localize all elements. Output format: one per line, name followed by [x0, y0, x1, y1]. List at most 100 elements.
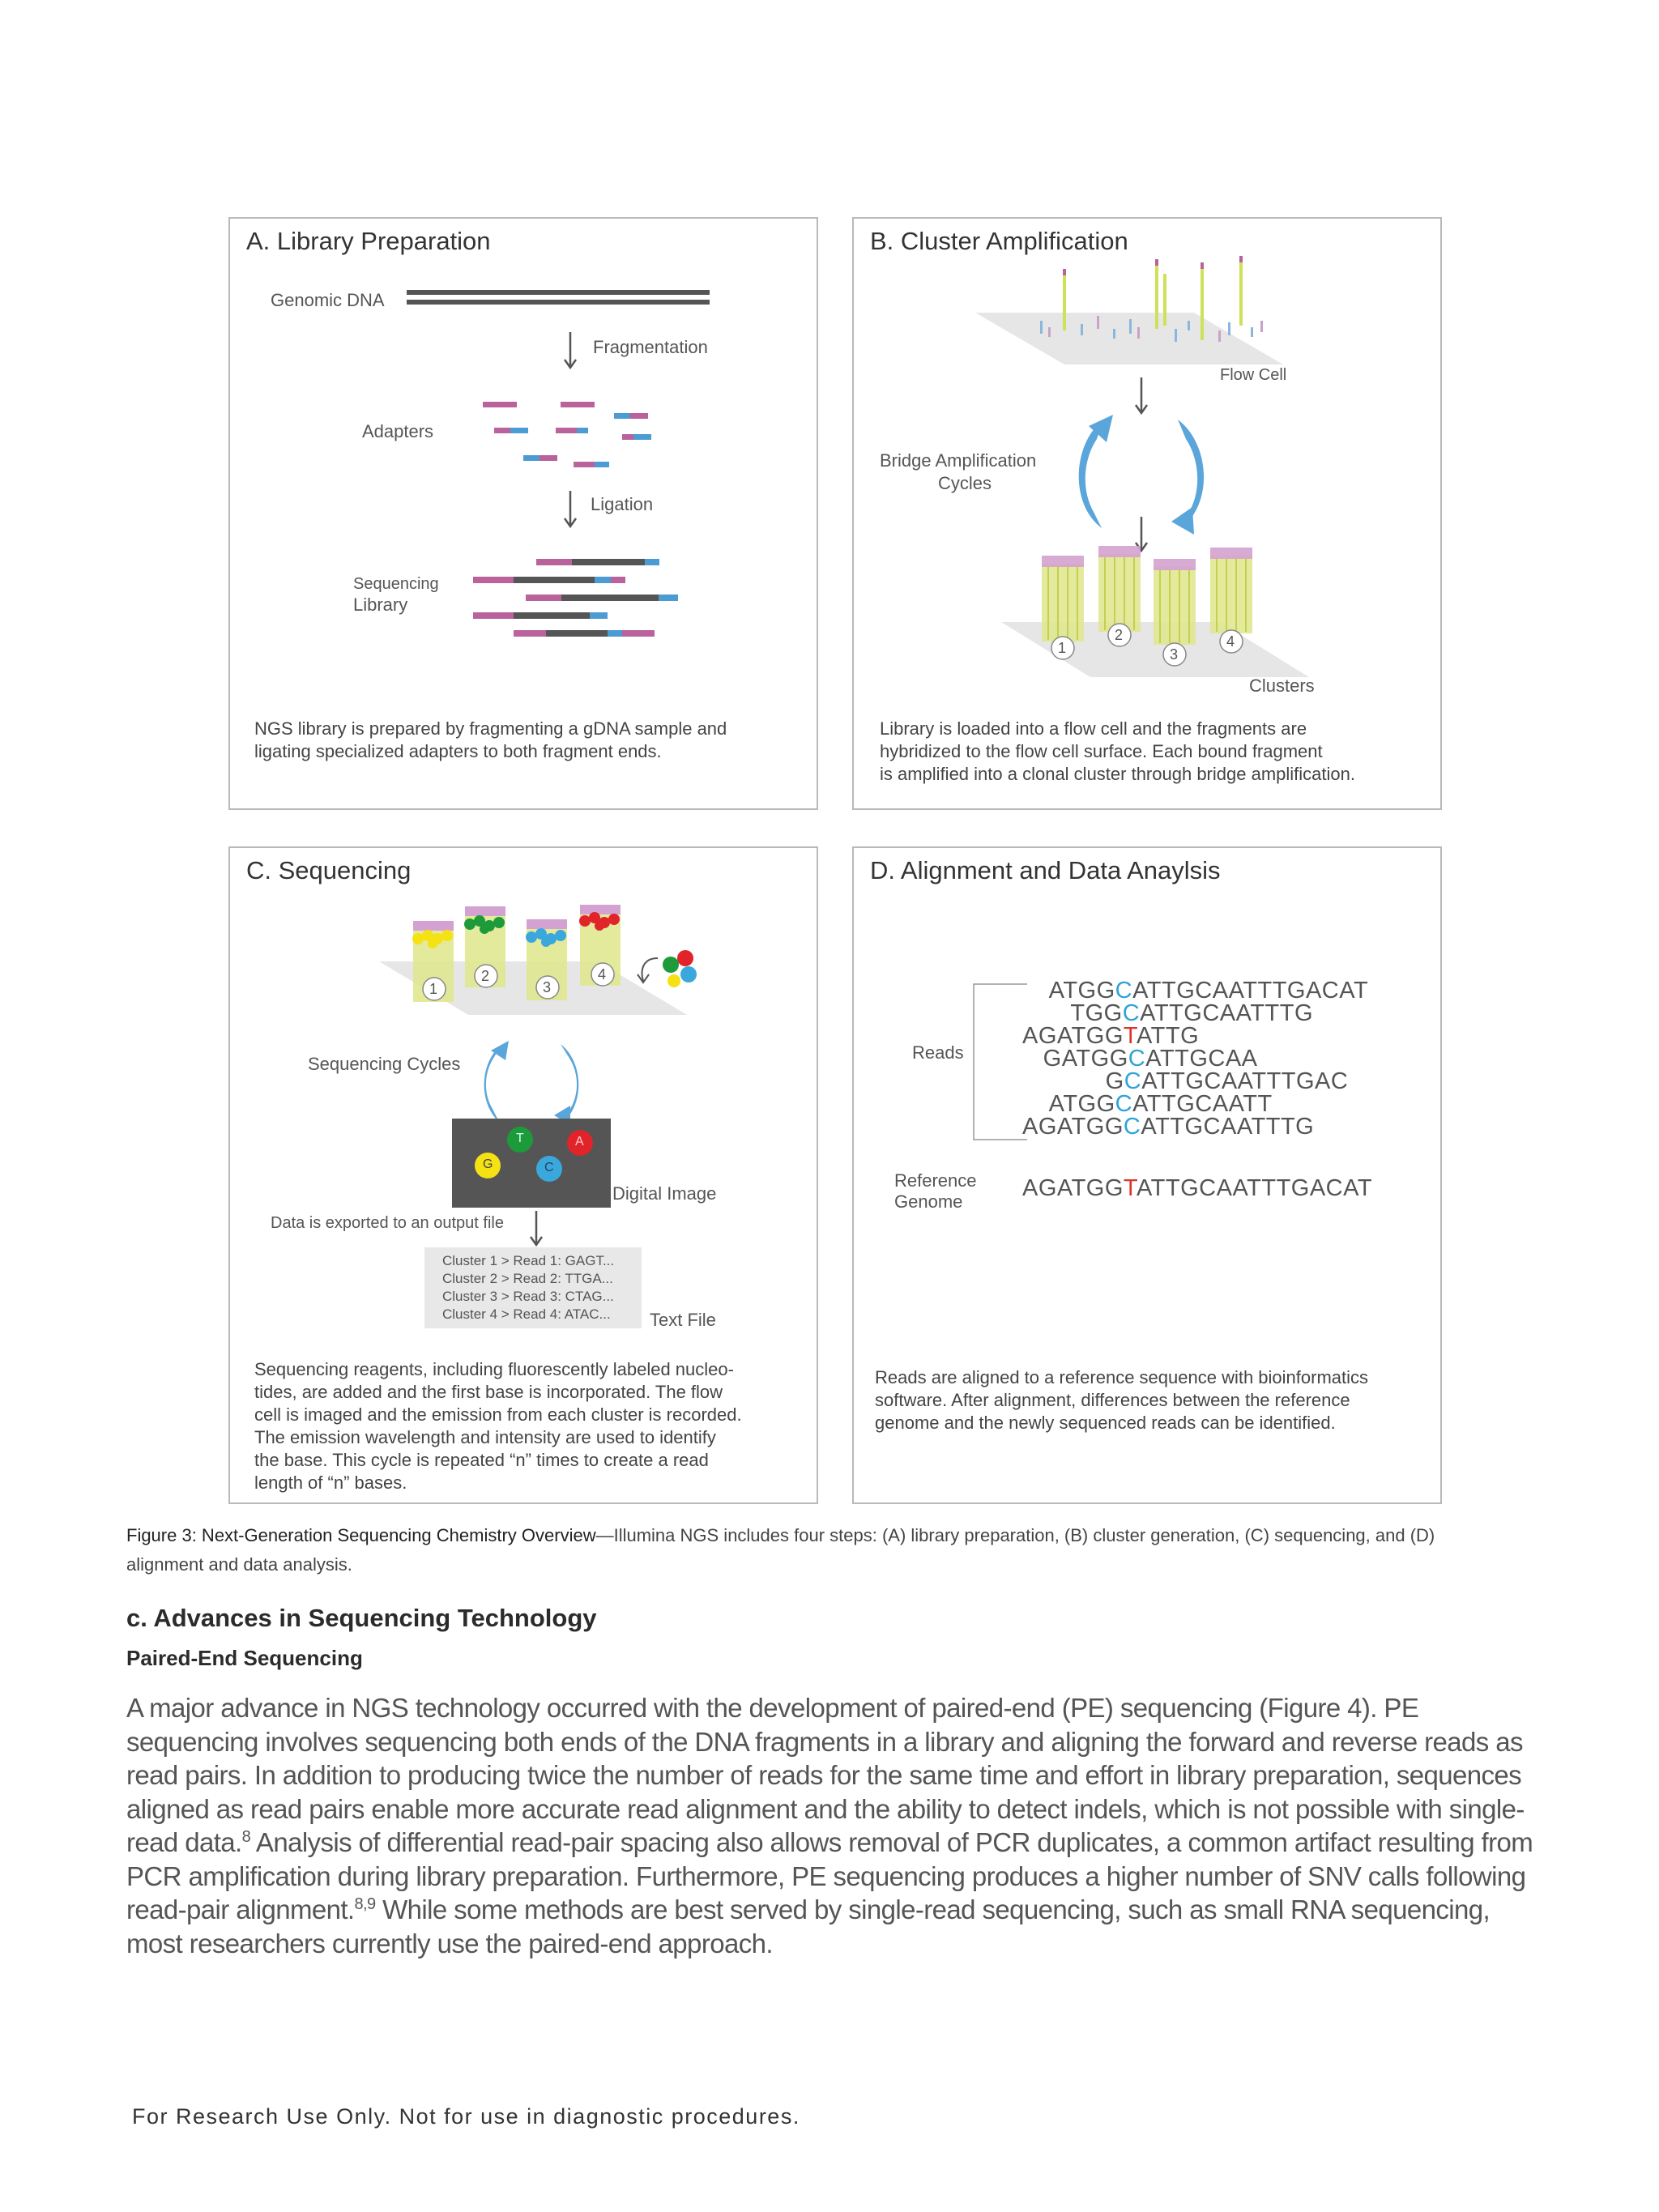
panel-a-caption-line: NGS library is prepared by fragmenting a…: [254, 718, 727, 739]
body-line: PCR amplification during library prepara…: [126, 1860, 1526, 1891]
sequencing-cluster-number: 1: [429, 981, 438, 997]
nucleotide-mix-icon: [637, 950, 697, 987]
text-file-line: Cluster 2 > Read 2: TTGA...: [442, 1271, 613, 1286]
read-line: GATGGCATTGCAA: [1022, 1046, 1258, 1072]
read-line: GCATTGCAATTTGAC: [1022, 1068, 1349, 1094]
genomic-dna-strand-bottom: [407, 300, 710, 305]
panel-a-caption-line: ligating specialized adapters to both fr…: [254, 741, 662, 761]
panel-d-title: D. Alignment and Data Anaylsis: [870, 856, 1221, 884]
fragmentation-arrow: [563, 332, 578, 370]
fluorescent-nucleotides: [412, 912, 620, 948]
panel-c-caption-line: length of “n” bases.: [254, 1473, 407, 1493]
spot-base-label-a: A: [575, 1135, 584, 1149]
read-line: ATGGCATTGCAATT: [1022, 1091, 1273, 1117]
digital-image-label: Digital Image: [612, 1183, 717, 1204]
bridge-amplification-cycle-icon: [1078, 415, 1205, 535]
panel-d-caption-line: software. After alignment, differences b…: [875, 1390, 1350, 1410]
library-prep-illustration: [407, 290, 710, 637]
down-arrow-2: [1134, 517, 1149, 553]
body-line: read-pair alignment.8,9 While some metho…: [126, 1894, 1491, 1924]
sequencing-library-fragments: [473, 559, 678, 637]
figure-caption-title: Figure 3: Next-Generation Sequencing Che…: [126, 1525, 596, 1545]
figure-caption-text: alignment and data analysis.: [126, 1554, 352, 1575]
panel-b-caption-line: is amplified into a clonal cluster throu…: [880, 764, 1355, 784]
ligation-label: Ligation: [591, 494, 654, 514]
bridge-amplification-label-2: Cycles: [938, 473, 992, 493]
reference-genome-label-1: Reference: [894, 1170, 977, 1191]
bridge-amplification-label-1: Bridge Amplification: [880, 450, 1037, 471]
panel-cluster-amplification: B. Cluster Amplification Flow Cell Bridg…: [852, 217, 1442, 810]
adapter-fragments: [483, 402, 651, 467]
citation-superscript: 8: [241, 1828, 251, 1846]
read-line: ATGGCATTGCAATTTGACAT: [1022, 978, 1369, 1004]
reference-genome-label-2: Genome: [894, 1191, 963, 1212]
panel-c-caption-line: The emission wavelength and intensity ar…: [254, 1427, 716, 1447]
flow-cell-strands: [1040, 256, 1263, 342]
reference-sequence: AGATGGTATTGCAATTTGACAT: [1022, 1175, 1373, 1201]
sequencing-cycle-icon: [484, 1041, 579, 1125]
genomic-dna-strand-top: [407, 290, 710, 295]
spot-base-label-g: G: [483, 1157, 493, 1171]
panel-a-caption: NGS library is prepared by fragmenting a…: [254, 718, 727, 763]
panel-d-caption: Reads are aligned to a reference sequenc…: [875, 1366, 1368, 1434]
body-line: read data.8 Analysis of differential rea…: [126, 1827, 1533, 1857]
reads-bracket: [973, 983, 1027, 1140]
panel-c-caption-line: tides, are added and the first base is i…: [254, 1382, 723, 1402]
body-paragraph: A major advance in NGS technology occurr…: [126, 1691, 1536, 1960]
body-line: aligned as read pairs enable more accura…: [126, 1793, 1525, 1824]
cluster-number: 3: [1170, 646, 1179, 663]
read-line: AGATGGCATTGCAATTTG: [1022, 1114, 1315, 1140]
sequencing-library-label-2: Library: [353, 595, 408, 615]
panel-c-title: C. Sequencing: [246, 856, 412, 884]
fragmentation-label: Fragmentation: [593, 337, 708, 357]
cluster-number-badges: [1051, 623, 1243, 667]
export-note: Data is exported to an output file: [271, 1214, 504, 1232]
footer-disclaimer: For Research Use Only. Not for use in di…: [132, 2104, 800, 2129]
body-line: most researchers currently use the paire…: [126, 1928, 774, 1958]
reads-label: Reads: [912, 1042, 964, 1063]
genomic-dna-label: Genomic DNA: [271, 290, 385, 310]
panel-c-caption-line: cell is imaged and the emission from eac…: [254, 1404, 742, 1425]
panel-b-caption: Library is loaded into a flow cell and t…: [880, 718, 1355, 786]
spot-base-label-t: T: [516, 1132, 524, 1145]
sequencing-cluster-number: 3: [543, 979, 552, 995]
panel-d-caption-line: genome and the newly sequenced reads can…: [875, 1413, 1336, 1433]
down-arrow-1: [1134, 377, 1149, 416]
text-file-line: Cluster 4 > Read 4: ATAC...: [442, 1306, 611, 1322]
sequencing-illustration: [379, 905, 697, 1247]
body-line: read pairs. In addition to producing twi…: [126, 1760, 1522, 1790]
text-file: Cluster 1 > Read 1: GAGT... Cluster 2 > …: [424, 1247, 642, 1328]
cluster-number: 1: [1058, 640, 1067, 656]
flow-cell-label: Flow Cell: [1220, 366, 1287, 384]
digital-image-spots: [475, 1127, 593, 1182]
subsection-heading: Paired-End Sequencing: [126, 1646, 363, 1670]
sequencing-cluster-number: 2: [481, 968, 490, 984]
text-file-label: Text File: [650, 1310, 716, 1330]
panel-c-caption: Sequencing reagents, including fluoresce…: [254, 1358, 742, 1494]
read-line: AGATGGTATTG: [1022, 1023, 1200, 1049]
body-line: A major advance in NGS technology occurr…: [126, 1693, 1419, 1723]
section-heading: c. Advances in Sequencing Technology: [126, 1604, 597, 1632]
sequencing-cluster-number: 4: [598, 966, 607, 982]
figure-caption-text: —Illumina NGS includes four steps: (A) l…: [595, 1525, 1435, 1545]
cluster-number: 2: [1115, 627, 1124, 643]
read-line: TGGCATTGCAATTTG: [1022, 1000, 1314, 1026]
sequencing-library-label-1: Sequencing: [353, 575, 439, 593]
text-file-line: Cluster 1 > Read 1: GAGT...: [442, 1253, 615, 1268]
panel-sequencing: C. Sequencing Sequencing Cycles Digital …: [228, 846, 818, 1504]
panel-b-title: B. Cluster Amplification: [870, 227, 1128, 255]
sequencing-cluster-badges: [422, 962, 615, 1001]
figure-caption: Figure 3: Next-Generation Sequencing Che…: [126, 1521, 1503, 1579]
cluster-number: 4: [1226, 633, 1235, 650]
body-line: sequencing involves sequencing both ends…: [126, 1726, 1524, 1757]
panel-library-preparation: A. Library Preparation Genomic DNA Fragm…: [228, 217, 818, 810]
clusters-label: Clusters: [1249, 676, 1315, 696]
panel-b-caption-line: Library is loaded into a flow cell and t…: [880, 718, 1307, 739]
flow-cell-surface: [975, 313, 1283, 364]
panel-alignment: D. Alignment and Data Anaylsis Reads Ref…: [852, 846, 1442, 1504]
panel-d-caption-line: Reads are aligned to a reference sequenc…: [875, 1367, 1369, 1387]
export-arrow: [529, 1211, 544, 1247]
panel-b-caption-line: hybridized to the flow cell surface. Eac…: [880, 741, 1323, 761]
text-file-line: Cluster 3 > Read 3: CTAG...: [442, 1289, 614, 1304]
sequencing-cycles-label: Sequencing Cycles: [308, 1054, 461, 1074]
